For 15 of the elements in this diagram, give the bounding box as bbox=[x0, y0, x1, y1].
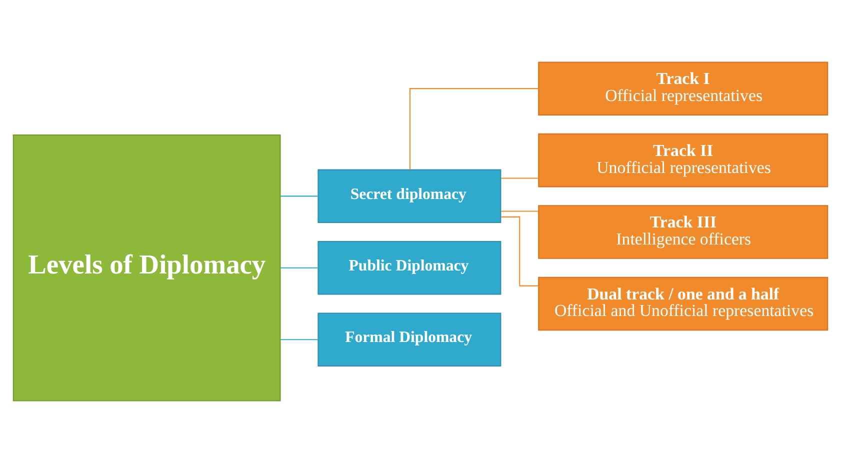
connector bbox=[500, 177, 538, 178]
node-box: Public Diplomacy bbox=[318, 240, 502, 294]
node-box: Levels of Diplomacy bbox=[12, 134, 281, 401]
connector bbox=[280, 266, 318, 268]
node-box: Track I Official representatives bbox=[538, 61, 828, 115]
connector bbox=[500, 216, 538, 286]
node-box: Track III Intelligence officers bbox=[538, 204, 828, 258]
connector bbox=[280, 338, 318, 340]
node-box: Formal Diplomacy bbox=[318, 312, 502, 366]
node-box: Track II Unofficial representatives bbox=[538, 132, 828, 187]
connector bbox=[409, 88, 539, 170]
connector bbox=[500, 210, 538, 212]
node-box: Secret diplomacy bbox=[318, 168, 502, 223]
node-box: Dual track / one and a half Official and Unofficial representatives bbox=[538, 276, 828, 330]
connector bbox=[280, 195, 318, 196]
